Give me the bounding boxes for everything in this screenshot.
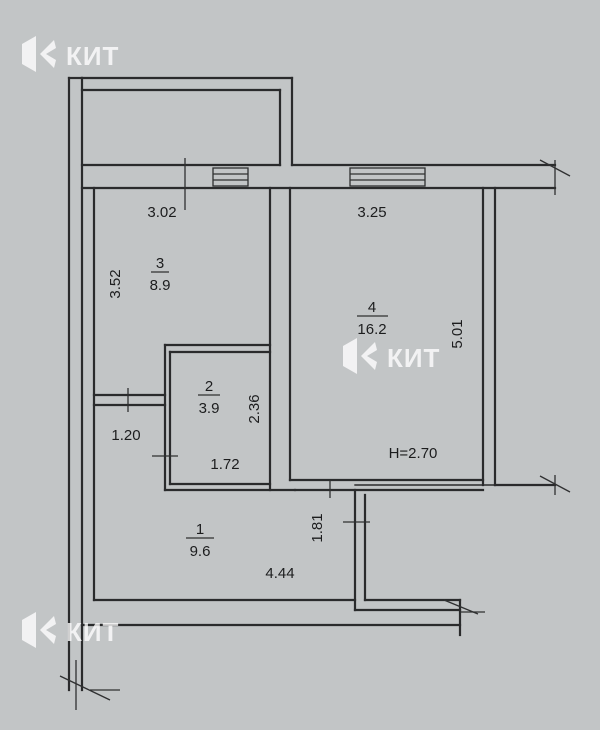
dim-hall-passage: 1.20 bbox=[111, 427, 140, 444]
room-3-area: 8.9 bbox=[150, 277, 171, 294]
room-1-number: 1 bbox=[196, 521, 204, 538]
room-4-label: 4 16.2 bbox=[357, 299, 388, 338]
ceiling-height: H=2.70 bbox=[389, 445, 438, 462]
room-2-area: 3.9 bbox=[199, 400, 220, 417]
room-3-label: 3 8.9 bbox=[150, 255, 171, 294]
watermark-middle: КИТ bbox=[343, 338, 440, 374]
room-2-number: 2 bbox=[205, 378, 213, 395]
watermark-top: КИТ bbox=[22, 36, 119, 72]
dim-room2-height: 2.36 bbox=[246, 394, 263, 423]
dim-room4-width: 3.25 bbox=[357, 204, 386, 221]
dim-room4-height: 5.01 bbox=[449, 319, 466, 348]
dim-room3-width: 3.02 bbox=[147, 204, 176, 221]
room-2-label: 2 3.9 bbox=[198, 378, 220, 417]
dim-hall-depth: 1.81 bbox=[309, 513, 326, 542]
room-3-number: 3 bbox=[156, 255, 164, 272]
dim-room2-width: 1.72 bbox=[210, 456, 239, 473]
watermark-brand: КИТ bbox=[66, 617, 119, 647]
room-4-number: 4 bbox=[368, 299, 376, 316]
brand-logo-icon bbox=[22, 36, 56, 72]
watermark-bottom: КИТ bbox=[22, 612, 119, 648]
watermark-brand: КИТ bbox=[66, 41, 119, 71]
windows bbox=[212, 167, 426, 187]
walls bbox=[67, 76, 557, 692]
brand-logo-icon bbox=[343, 338, 377, 374]
room-4-area: 16.2 bbox=[357, 321, 386, 338]
watermark-brand: КИТ bbox=[387, 343, 440, 373]
room-1-area: 9.6 bbox=[190, 543, 211, 560]
dim-hall-width: 4.44 bbox=[265, 565, 294, 582]
room-1-label: 1 9.6 bbox=[186, 521, 214, 560]
dimension-ticks bbox=[59, 158, 571, 710]
brand-logo-icon bbox=[22, 612, 56, 648]
dim-room3-height: 3.52 bbox=[107, 269, 124, 298]
